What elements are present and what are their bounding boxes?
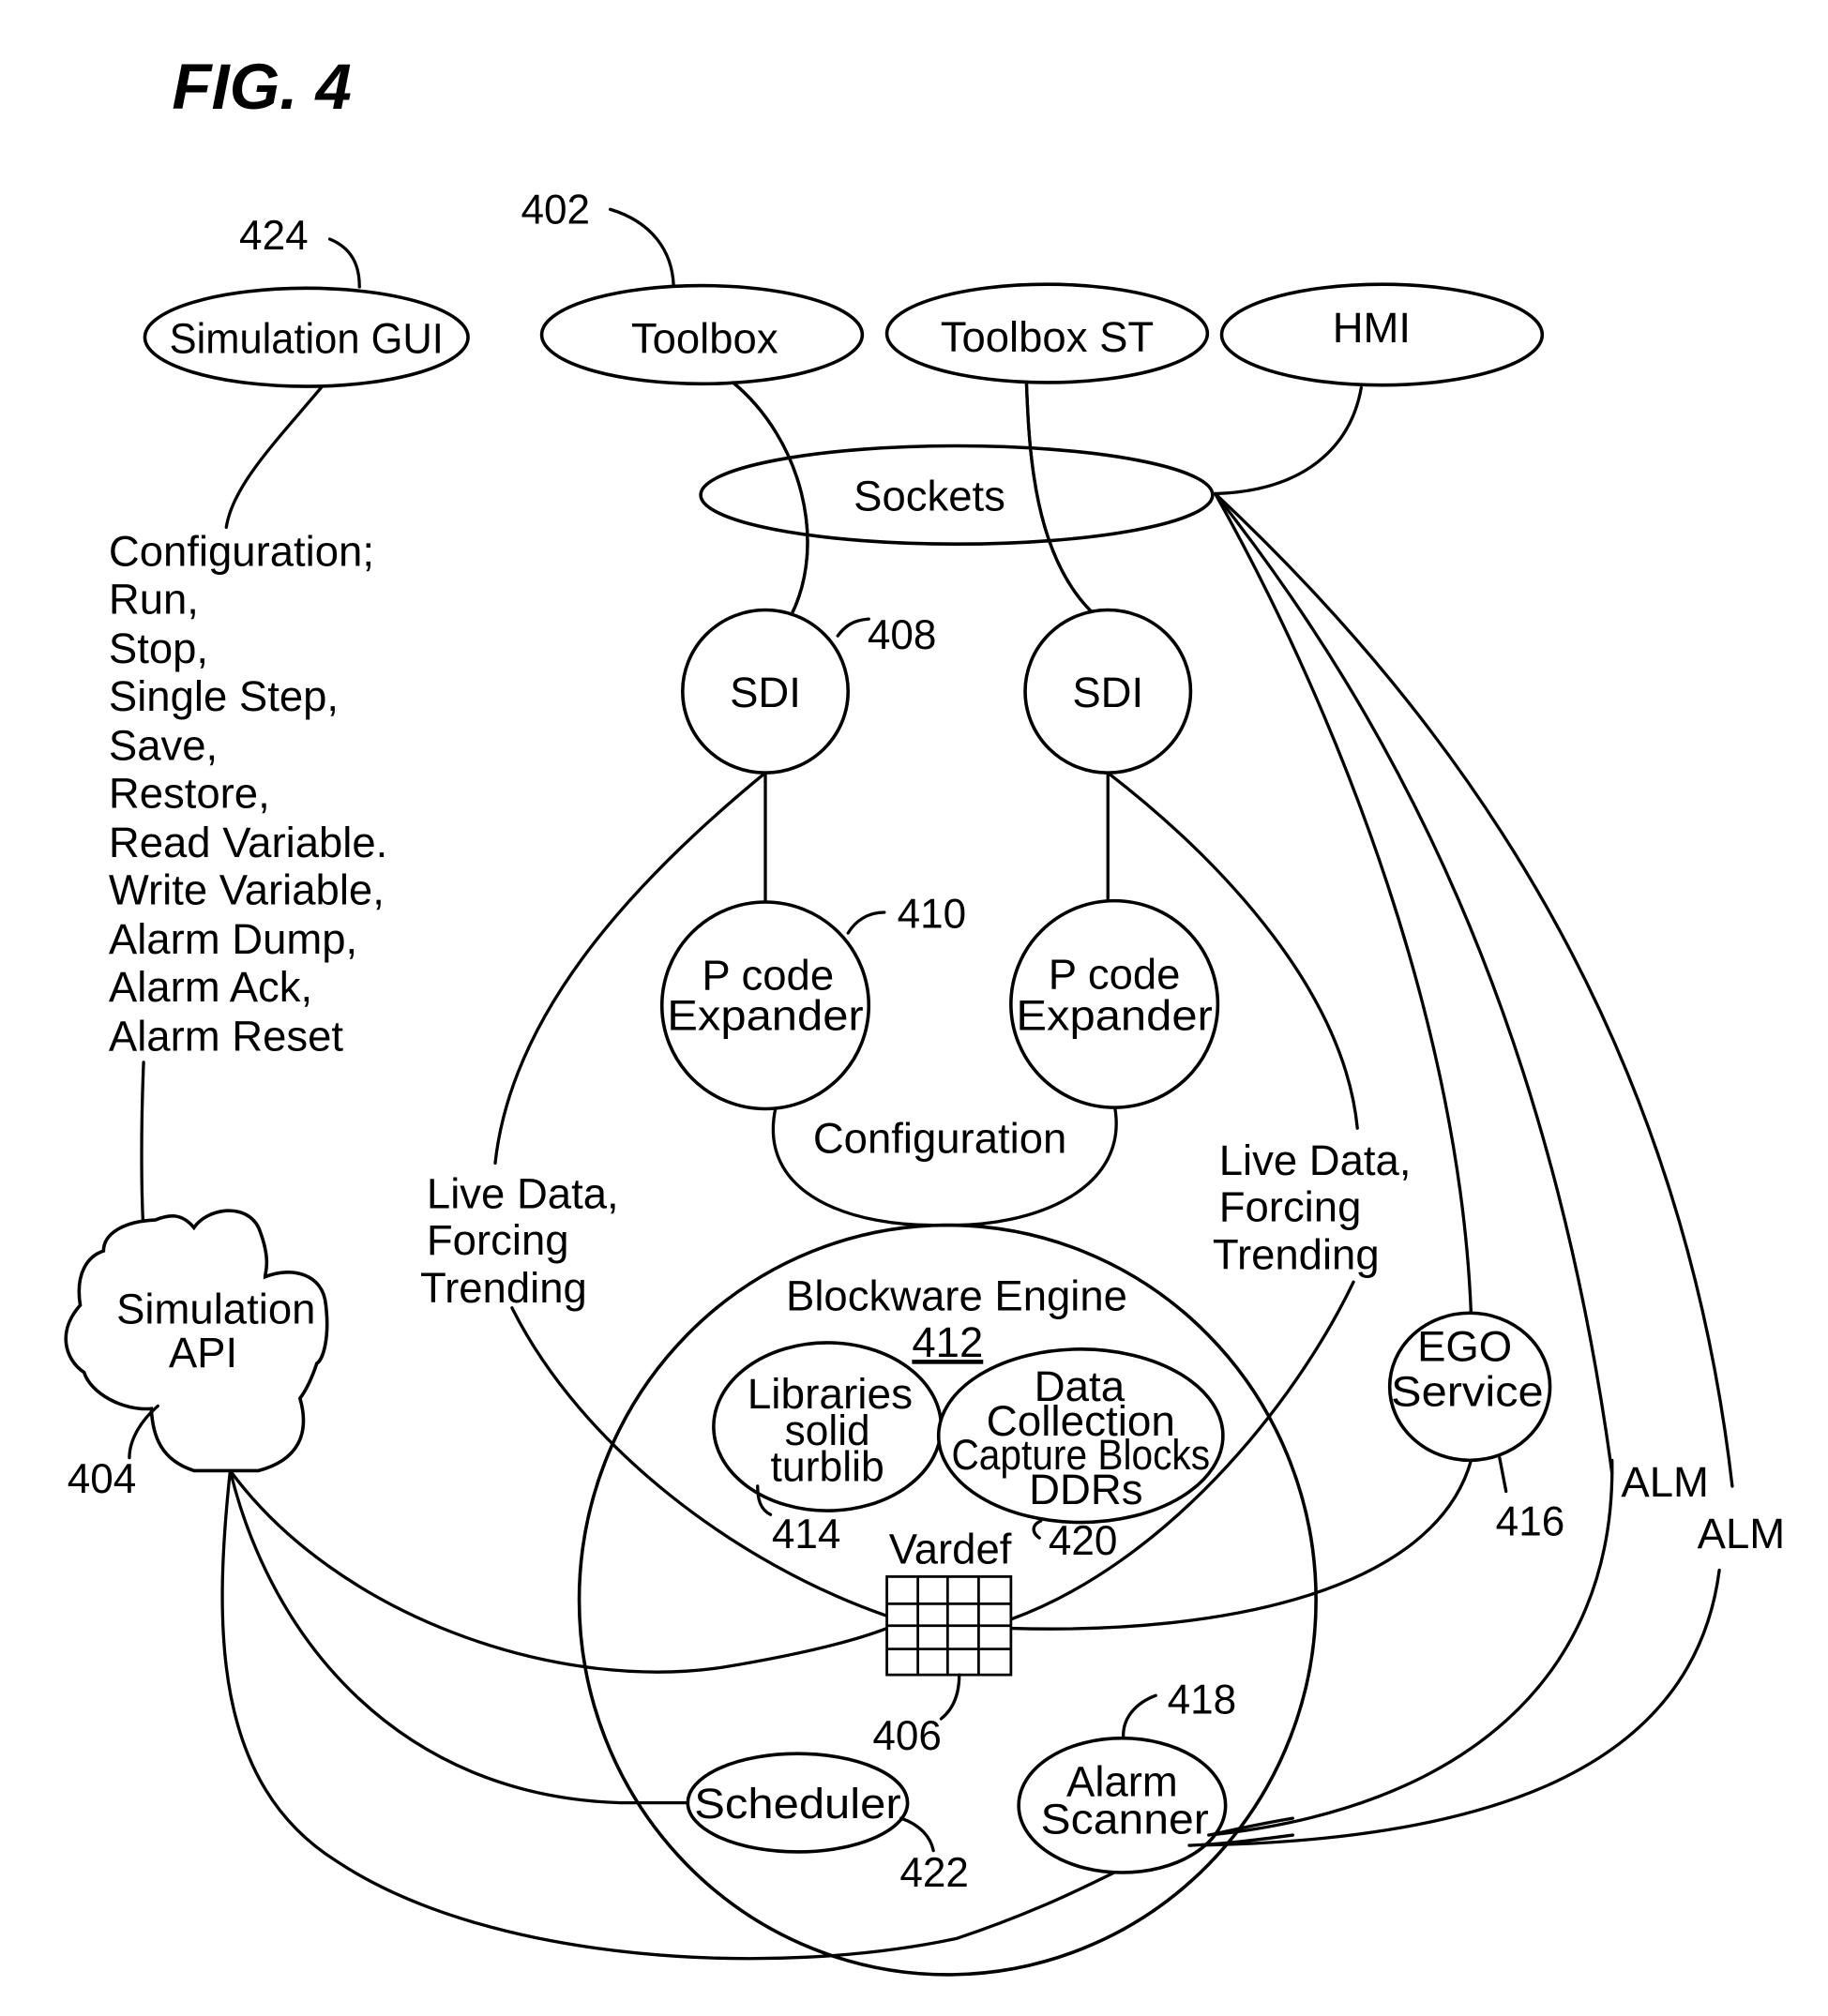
sockets-label: Sockets <box>854 472 1005 519</box>
pcode-right-line2: Expander <box>1016 991 1212 1039</box>
edge-toolbox-through-sockets <box>733 383 808 615</box>
ref-416: 416 <box>1496 1498 1565 1544</box>
node-alarm-scanner[interactable]: Alarm Scanner <box>1019 1738 1226 1873</box>
ref-402: 402 <box>521 187 591 233</box>
node-toolbox[interactable]: Toolbox <box>542 286 863 384</box>
live-data-right-line: Forcing <box>1219 1182 1362 1230</box>
sdi-left-label: SDI <box>730 669 801 716</box>
node-pcode-expander-left[interactable]: P code Expander <box>662 902 869 1109</box>
node-ego-service[interactable]: EGO Service <box>1390 1313 1550 1460</box>
edge-label-alm-2: ALM <box>1698 1510 1786 1557</box>
edge-commands-to-api <box>142 1062 144 1234</box>
toolbox-st-label: Toolbox ST <box>941 313 1154 361</box>
figure-title: FIG. 4 <box>172 51 351 123</box>
command-item: Alarm Dump, <box>109 915 357 963</box>
leader-420 <box>1034 1521 1040 1538</box>
ref-414: 414 <box>772 1512 841 1557</box>
toolbox-label: Toolbox <box>631 314 778 362</box>
edge-toolboxst-through-sockets <box>1026 383 1092 612</box>
libraries-line3: turblib <box>771 1442 884 1490</box>
command-item: Stop, <box>109 624 208 672</box>
command-item: Run, <box>109 576 199 624</box>
live-data-left-line: Live Data, <box>427 1170 619 1218</box>
edge-label-live-data-left: Live Data, Forcing Trending <box>420 1170 619 1313</box>
edge-gui-to-commands <box>226 385 323 528</box>
blockware-engine-ref: 412 <box>912 1318 983 1366</box>
node-pcode-expander-right[interactable]: P code Expander <box>1011 901 1218 1108</box>
ref-420: 420 <box>1049 1518 1118 1564</box>
ref-418: 418 <box>1168 1677 1237 1723</box>
alarm-scanner-line2: Scanner <box>1041 1796 1209 1843</box>
node-sdi-left[interactable]: SDI <box>683 610 848 774</box>
leader-406 <box>941 1675 959 1719</box>
edge-sockets-alm-1-upper <box>1216 493 1612 1473</box>
node-hmi[interactable]: HMI <box>1222 284 1543 385</box>
leader-408 <box>838 619 869 636</box>
node-simulation-gui[interactable]: Simulation GUI <box>144 288 468 386</box>
sdi-right-label: SDI <box>1072 669 1143 716</box>
pcode-left-line2: Expander <box>667 991 863 1039</box>
command-item: Configuration; <box>109 528 374 576</box>
live-data-left-line: Forcing <box>427 1216 569 1264</box>
leader-418 <box>1124 1695 1156 1738</box>
edge-alm-2-lower <box>1189 1571 1719 1846</box>
leader-410 <box>848 912 884 933</box>
ref-410: 410 <box>898 892 967 938</box>
hmi-label: HMI <box>1333 304 1411 352</box>
command-item: Save, <box>109 721 218 769</box>
command-item: Read Variable. <box>109 819 387 866</box>
vardef-label: Vardef <box>889 1526 1012 1573</box>
blockware-engine-label: Blockware Engine <box>786 1271 1127 1319</box>
live-data-left-line: Trending <box>420 1264 587 1312</box>
edge-label-live-data-right: Live Data, Forcing Trending <box>1213 1136 1412 1279</box>
live-data-right-line: Trending <box>1213 1230 1380 1278</box>
node-toolbox-st[interactable]: Toolbox ST <box>887 284 1208 383</box>
command-item: Alarm Reset <box>109 1012 344 1060</box>
node-data-collection[interactable]: Data Collection Capture Blocks DDRs <box>939 1349 1223 1523</box>
ego-service-line2: Service <box>1391 1367 1544 1415</box>
leader-416 <box>1500 1458 1506 1492</box>
leader-422 <box>901 1818 933 1850</box>
ref-406: 406 <box>872 1713 942 1759</box>
node-sdi-right[interactable]: SDI <box>1025 610 1190 774</box>
leader-424 <box>330 239 360 287</box>
command-item: Write Variable, <box>109 866 385 914</box>
node-simulation-api[interactable]: Simulation API <box>66 1211 326 1470</box>
command-item: Alarm Ack, <box>109 963 312 1011</box>
data-collection-line4: DDRs <box>1029 1466 1142 1513</box>
edge-hmi-to-sockets <box>1216 387 1362 493</box>
node-libraries[interactable]: Libraries solid turblib <box>714 1343 942 1511</box>
ref-404: 404 <box>68 1456 137 1502</box>
simulation-gui-label: Simulation GUI <box>170 314 444 362</box>
edge-label-configuration: Configuration <box>813 1114 1066 1162</box>
node-vardef[interactable]: Vardef <box>887 1526 1012 1676</box>
simulation-api-line1: Simulation <box>116 1285 315 1332</box>
edge-toolbox-to-sdi-left <box>733 383 808 615</box>
ref-424: 424 <box>239 213 309 259</box>
command-item: Single Step, <box>109 672 339 720</box>
scheduler-label: Scheduler <box>694 1780 901 1828</box>
edge-label-alm-1: ALM <box>1621 1458 1709 1506</box>
ref-422: 422 <box>899 1850 969 1896</box>
live-data-right-line: Live Data, <box>1219 1136 1412 1184</box>
edge-label-gui-commands: Configuration; Run, Stop, Single Step, S… <box>109 528 387 1061</box>
leader-402 <box>611 209 674 285</box>
node-sockets[interactable]: Sockets <box>701 445 1213 544</box>
ref-408: 408 <box>868 612 937 658</box>
vardef-table-icon <box>887 1576 1011 1675</box>
ego-service-line1: EGO <box>1417 1322 1512 1370</box>
node-scheduler[interactable]: Scheduler <box>687 1753 907 1852</box>
edge-api-to-scheduler <box>230 1470 688 1802</box>
command-item: Restore, <box>109 769 270 817</box>
simulation-api-line2: API <box>169 1329 237 1377</box>
